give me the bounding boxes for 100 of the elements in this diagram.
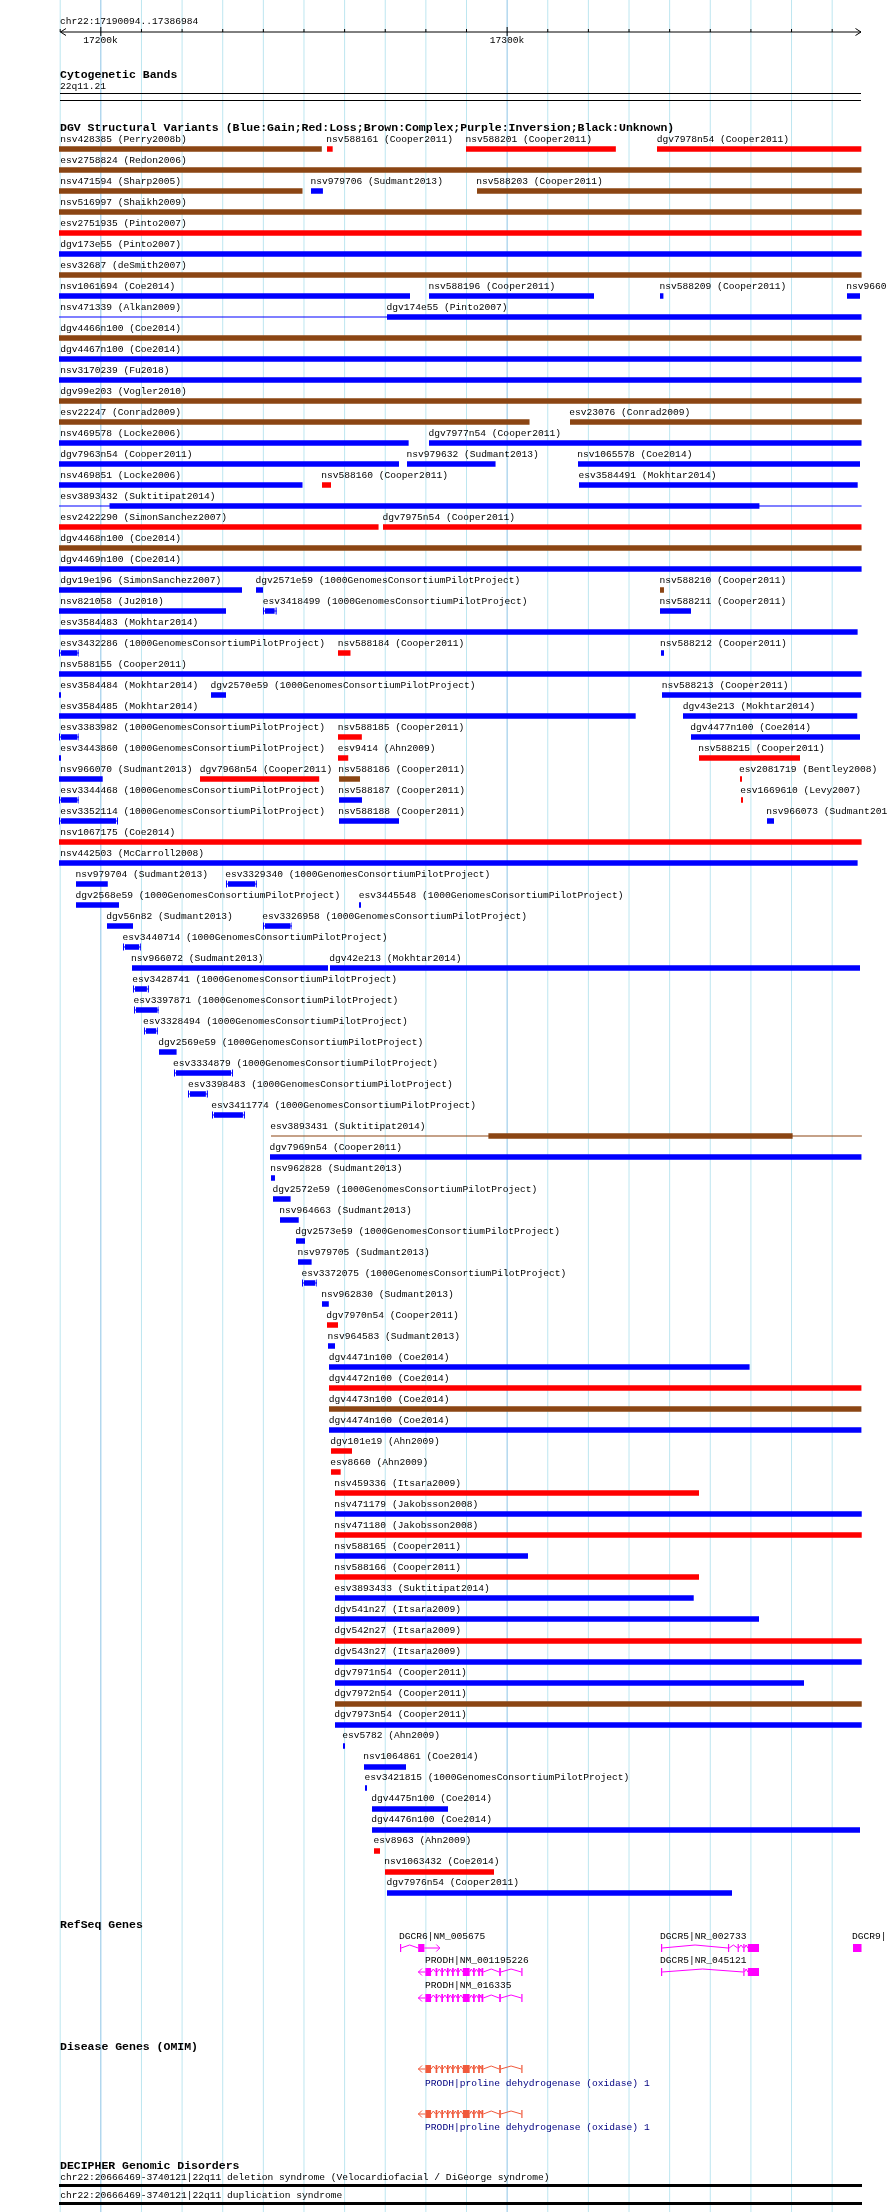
variant-label: dgv4469n100 (Coe2014) xyxy=(60,554,182,566)
variant-label: nsv588209 (Cooper2011) xyxy=(659,281,787,293)
variant-label: esv3334879 (1000GenomesConsortiumPilotProject) xyxy=(173,1058,438,1070)
variant-label: dgv4474n100 (Coe2014) xyxy=(328,1415,450,1427)
variant-label: esv2081719 (Bentley2008) xyxy=(739,764,878,776)
variant-label: dgv2568e59 (1000GenomesConsortiumPilotProject) xyxy=(75,890,341,902)
variant-label: dgv19e196 (SimonSanchez2007) xyxy=(60,575,222,587)
variant-label: nsv588185 (Cooper2011) xyxy=(337,722,465,734)
variant-label: esv3432286 (1000GenomesConsortiumPilotProject) xyxy=(60,638,325,650)
variant-label: dgv43e213 (Mokhtar2014) xyxy=(682,701,816,713)
variant-label: esv3428741 (1000GenomesConsortiumPilotProject) xyxy=(132,974,398,986)
variant-label: nsv1067175 (Coe2014) xyxy=(60,827,176,839)
variant-label: nsv588215 (Cooper2011) xyxy=(698,743,825,755)
variant-label: dgv2569e59 (1000GenomesConsortiumPilotProject) xyxy=(158,1037,424,1049)
variant-label: dgv4475n100 (Coe2014) xyxy=(371,1793,493,1805)
disease-gene-label: PRODH|proline dehydrogenase (oxidase) 1 xyxy=(425,2122,650,2133)
variant-label: nsv979704 (Sudmant2013) xyxy=(75,869,208,881)
variant-label: dgv7971n54 (Cooper2011) xyxy=(334,1667,467,1679)
variant-label: dgv4467n100 (Coe2014) xyxy=(60,344,182,356)
track-title: Cytogenetic Bands xyxy=(60,67,178,81)
variant-label: esv3352114 (1000GenomesConsortiumPilotProject) xyxy=(60,806,325,818)
variant-label: esv2751935 (Pinto2007) xyxy=(60,218,187,230)
gene-label: DGCR9| xyxy=(851,1930,887,1942)
gene-label: PRODH|NM_001195226 xyxy=(425,1955,529,1967)
variant-label: esv9414 (Ahn2009) xyxy=(337,743,436,755)
variant-label: nsv588213 (Cooper2011) xyxy=(661,680,789,692)
variant-label: dgv101e19 (Ahn2009) xyxy=(330,1436,440,1448)
variant-label: dgv7968n54 (Cooper2011) xyxy=(199,764,333,776)
variant-label: nsv964583 (Sudmant2013) xyxy=(327,1331,460,1343)
variant-label: esv3421815 (1000GenomesConsortiumPilotProject) xyxy=(364,1772,630,1784)
variant-label: esv3584485 (Mokhtar2014) xyxy=(60,701,199,713)
variant-label: esv22247 (Conrad2009) xyxy=(60,407,182,419)
variant-label: esv3418499 (1000GenomesConsortiumPilotProject) xyxy=(262,596,528,608)
variant-label: esv8963 (Ahn2009) xyxy=(373,1835,472,1847)
variant-label: esv3326958 (1000GenomesConsortiumPilotProject) xyxy=(262,911,528,923)
variant-label: dgv7963n54 (Cooper2011) xyxy=(60,449,193,461)
variant-label: nsv588201 (Cooper2011) xyxy=(465,134,593,146)
variant-label: nsv469851 (Locke2006) xyxy=(60,470,182,482)
variant-label: esv8660 (Ahn2009) xyxy=(330,1457,429,1469)
variant-label: nsv471179 (Jakobsson2008) xyxy=(334,1499,479,1511)
variant-label: dgv2570e59 (1000GenomesConsortiumPilotProject) xyxy=(210,680,476,692)
gene-label: PRODH|NM_016335 xyxy=(425,1979,512,1991)
variant-label: nsv588186 (Cooper2011) xyxy=(338,764,465,776)
variant-label: nsv459336 (Itsara2009) xyxy=(334,1478,461,1490)
variant-label: nsv1063432 (Coe2014) xyxy=(384,1856,500,1868)
variant-label: dgv7975n54 (Cooper2011) xyxy=(382,512,515,524)
variant-label: dgv7977n54 (Cooper2011) xyxy=(428,428,561,440)
variant-label: nsv9660 xyxy=(846,281,887,293)
variant-label: nsv964663 (Sudmant2013) xyxy=(279,1205,412,1217)
variant-label: esv3372075 (1000GenomesConsortiumPilotProject) xyxy=(301,1268,567,1280)
variant-label: dgv542n27 (Itsara2009) xyxy=(334,1625,461,1637)
variant-label: dgv173e55 (Pinto2007) xyxy=(60,239,182,251)
variant-label: nsv588211 (Cooper2011) xyxy=(659,596,787,608)
variant-label: esv3344468 (1000GenomesConsortiumPilotProject) xyxy=(60,785,325,797)
variant-label: esv3397871 (1000GenomesConsortiumPilotProject) xyxy=(133,995,399,1007)
variant-label: nsv588165 (Cooper2011) xyxy=(334,1541,461,1553)
variant-label: esv3398483 (1000GenomesConsortiumPilotProject) xyxy=(187,1079,453,1091)
variant-label: nsv588212 (Cooper2011) xyxy=(660,638,787,650)
variant-label: nsv469578 (Locke2006) xyxy=(60,428,182,440)
position-label: chr22:17190094..17386984 xyxy=(60,15,199,27)
variant-label: esv3893432 (Suktitipat2014) xyxy=(60,491,216,503)
variant-label: dgv4466n100 (Coe2014) xyxy=(60,323,182,335)
variant-label: nsv979632 (Sudmant2013) xyxy=(406,449,539,461)
variant-label: dgv4473n100 (Coe2014) xyxy=(328,1394,450,1406)
variant-label: nsv588187 (Cooper2011) xyxy=(338,785,465,797)
variant-label: nsv588166 (Cooper2011) xyxy=(334,1562,461,1574)
variant-label: dgv4472n100 (Coe2014) xyxy=(328,1373,450,1385)
variant-label: dgv2572e59 (1000GenomesConsortiumPilotProject) xyxy=(272,1184,538,1196)
variant-label: dgv7973n54 (Cooper2011) xyxy=(334,1709,467,1721)
variant-label: esv1669610 (Levy2007) xyxy=(740,785,862,797)
variant-label: esv3584483 (Mokhtar2014) xyxy=(60,617,199,629)
variant-label: nsv588188 (Cooper2011) xyxy=(338,806,465,818)
scale-label: 17200k xyxy=(83,34,118,46)
band-label: 22q11.21 xyxy=(60,80,107,92)
variant-label: dgv4468n100 (Coe2014) xyxy=(60,533,182,545)
variant-label: nsv821058 (Ju2010) xyxy=(60,596,164,608)
variant-label: dgv99e203 (Vogler2010) xyxy=(60,386,187,398)
variant-label: dgv4477n100 (Coe2014) xyxy=(690,722,812,734)
track-title: DGV Structural Variants (Blue:Gain;Red:Loss;Brown:Complex;Purple:Inversion;Black:Unknown) xyxy=(60,120,675,134)
variant-label: nsv979706 (Sudmant2013) xyxy=(310,176,443,188)
variant-label: nsv588155 (Cooper2011) xyxy=(60,659,187,671)
variant-label: esv2422290 (SimonSanchez2007) xyxy=(60,512,228,524)
variant-label: dgv2571e59 (1000GenomesConsortiumPilotProject) xyxy=(255,575,521,587)
variant-label: nsv1064861 (Coe2014) xyxy=(363,1751,479,1763)
track-title: RefSeq Genes xyxy=(60,1917,143,1931)
variant-label: nsv3170239 (Fu2018) xyxy=(60,365,170,377)
variant-label: nsv442503 (McCarroll2008) xyxy=(60,848,205,860)
variant-label: nsv979705 (Sudmant2013) xyxy=(297,1247,430,1259)
variant-label: nsv962828 (Sudmant2013) xyxy=(270,1163,403,1175)
scale-label: 17300k xyxy=(489,34,525,46)
variant-label: esv23076 (Conrad2009) xyxy=(569,407,691,419)
variant-label: nsv588160 (Cooper2011) xyxy=(321,470,448,482)
variant-label: dgv4476n100 (Coe2014) xyxy=(371,1814,493,1826)
variant-label: esv3440714 (1000GenomesConsortiumPilotProject) xyxy=(122,932,388,944)
variant-label: esv3443860 (1000GenomesConsortiumPilotProject) xyxy=(60,743,325,755)
disease-gene-label: PRODH|proline dehydrogenase (oxidase) 1 xyxy=(425,2077,650,2089)
disorder-label: chr22:20666469-3740121|22q11 deletion syndrome (Velocardiofacial / DiGeorge syndrome) xyxy=(60,2172,550,2183)
variant-label: nsv1065578 (Coe2014) xyxy=(577,449,693,461)
variant-label: dgv2573e59 (1000GenomesConsortiumPilotProject) xyxy=(295,1226,560,1238)
variant-label: esv3329340 (1000GenomesConsortiumPilotProject) xyxy=(225,869,491,881)
